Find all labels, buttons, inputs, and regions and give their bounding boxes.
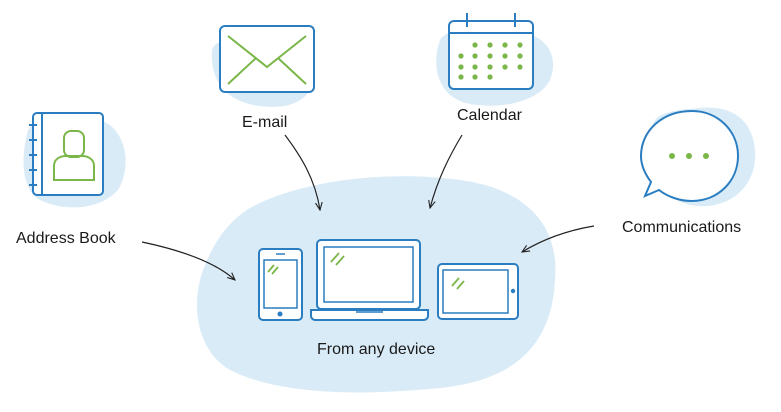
- laptop-icon: [310, 239, 429, 321]
- address-book-icon: [23, 112, 126, 208]
- email-label: E-mail: [242, 114, 288, 131]
- address-book-label: Address Book: [16, 230, 116, 247]
- calendar-icon: [436, 13, 554, 106]
- arrow-calendar: [430, 134, 463, 208]
- arrow-email: [284, 134, 320, 210]
- communications-label: Communications: [622, 219, 742, 236]
- calendar-label: Calendar: [457, 107, 522, 124]
- phone-icon: [258, 248, 303, 321]
- envelope-icon: [211, 25, 315, 107]
- tablet-icon: [437, 263, 519, 320]
- arrow-address-book: [141, 241, 235, 280]
- chat-bubble-icon: [639, 107, 756, 207]
- devices-label: From any device: [317, 341, 436, 358]
- arrow-communications: [522, 225, 595, 252]
